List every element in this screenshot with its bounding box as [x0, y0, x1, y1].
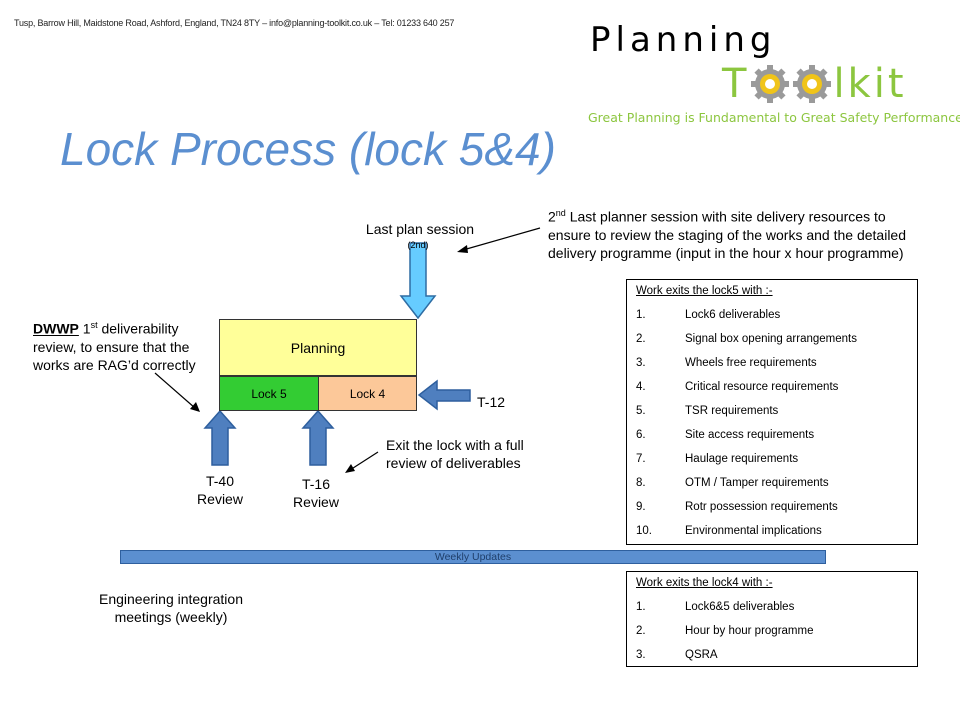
dwwp-sup: st [90, 320, 98, 330]
t16-arrow [301, 409, 335, 466]
lock5-exits-heading: Work exits the lock5 with :- [636, 285, 773, 297]
weekly-updates-bar: Weekly Updates [120, 550, 826, 564]
planning-box: Planning [219, 319, 417, 376]
dwwp-note: DWWP 1st deliverability review, to ensur… [33, 316, 205, 374]
t16-sub-label: Review [293, 494, 339, 510]
t40-sub-label: Review [197, 491, 243, 507]
list-item: 6.Site access requirements [636, 429, 815, 441]
lock5-box: Lock 5 [219, 376, 319, 411]
logo-planning-text: Planning [590, 20, 777, 60]
last-plan-session-arrow [399, 242, 437, 320]
second-session-sup: nd [555, 208, 566, 218]
second-session-num: 2 [548, 208, 556, 225]
list-item: 3.QSRA [636, 649, 718, 661]
dwwp-num: 1 [78, 320, 91, 337]
dwwp-bold: DWWP [33, 320, 79, 337]
dwwp-pointer [154, 372, 196, 409]
logo-toolkit-t: T [722, 61, 750, 107]
lock5-exits-box: Work exits the lock5 with :- 1.Lock6 del… [626, 279, 918, 545]
t40-label: T-40 [205, 473, 234, 489]
t12-label: T-12 [477, 394, 506, 410]
second-session-pointer [462, 227, 541, 251]
list-item: 8.OTM / Tamper requirements [636, 477, 829, 489]
last-plan-session-label: Last plan session [365, 221, 475, 237]
logo-tagline: Great Planning is Fundamental to Great S… [588, 110, 960, 125]
list-item: 7.Haulage requirements [636, 453, 799, 465]
list-item: 10.Environmental implications [636, 525, 822, 537]
t16-label: T-16 [301, 476, 330, 492]
gear-icon [793, 65, 832, 103]
engineering-meetings-label: Engineering integration meetings (weekly… [99, 591, 243, 625]
lock4-box: Lock 4 [318, 376, 417, 411]
second-session-note: 2nd Last planner session with site deliv… [548, 204, 908, 262]
logo-toolkit: T lkit [722, 62, 907, 106]
lock4-exits-box: Work exits the lock4 with :- 1.Lock6&5 d… [626, 571, 918, 667]
second-session-text: Last planner session with site delivery … [548, 208, 906, 261]
last-plan-session-sub: (2nd) [407, 240, 429, 250]
gear-icon [751, 65, 790, 103]
list-item: 1.Lock6&5 deliverables [636, 601, 795, 613]
list-item: 5.TSR requirements [636, 405, 779, 417]
exit-note: Exit the lock with a full review of deli… [386, 437, 524, 471]
list-item: 1.Lock6 deliverables [636, 309, 781, 321]
logo-toolkit-rest: lkit [833, 61, 907, 107]
list-item: 2.Signal box opening arrangements [636, 333, 857, 345]
t40-arrow [203, 409, 237, 466]
header-address: Tusp, Barrow Hill, Maidstone Road, Ashfo… [14, 18, 455, 28]
list-item: 4.Critical resource requirements [636, 381, 839, 393]
t12-arrow [417, 379, 471, 411]
list-item: 2.Hour by hour programme [636, 625, 814, 637]
exit-pointer [349, 451, 379, 471]
list-item: 3.Wheels free requirements [636, 357, 817, 369]
dwwp-text: deliverability review, to ensure that th… [33, 320, 196, 373]
list-item: 9.Rotr possession requirements [636, 501, 838, 513]
page-title: Lock Process (lock 5&4) [60, 123, 556, 175]
lock4-exits-heading: Work exits the lock4 with :- [636, 577, 773, 589]
